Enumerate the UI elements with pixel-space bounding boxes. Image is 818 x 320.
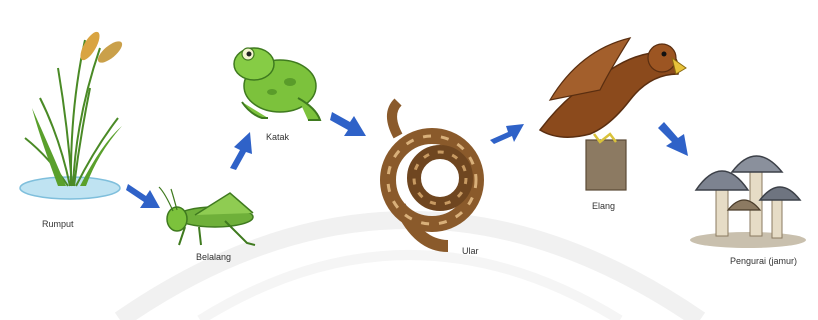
snake-organism [378,96,498,258]
label-elang: Elang [592,201,615,211]
snake-icon [378,96,498,258]
arrow-elang-to-pengurai [656,120,692,158]
label-pengurai: Pengurai (jamur) [730,256,797,266]
mushroom-organism [688,144,808,248]
label-ular: Ular [462,246,479,256]
arrow-belalang-to-katak [226,128,256,170]
frog-icon [228,38,326,124]
frog-organism [228,38,326,124]
mushroom-icon [688,144,808,248]
eagle-organism [530,30,690,192]
arrow-katak-to-ular [330,104,370,140]
grass-organism [10,28,130,208]
grasshopper-organism [155,185,270,250]
eagle-icon [530,30,690,192]
arrow-ular-to-elang [488,114,526,146]
label-katak: Katak [266,132,289,142]
grasshopper-icon [155,185,270,250]
label-rumput: Rumput [42,219,74,229]
label-belalang: Belalang [196,252,231,262]
grass-icon [10,28,130,208]
